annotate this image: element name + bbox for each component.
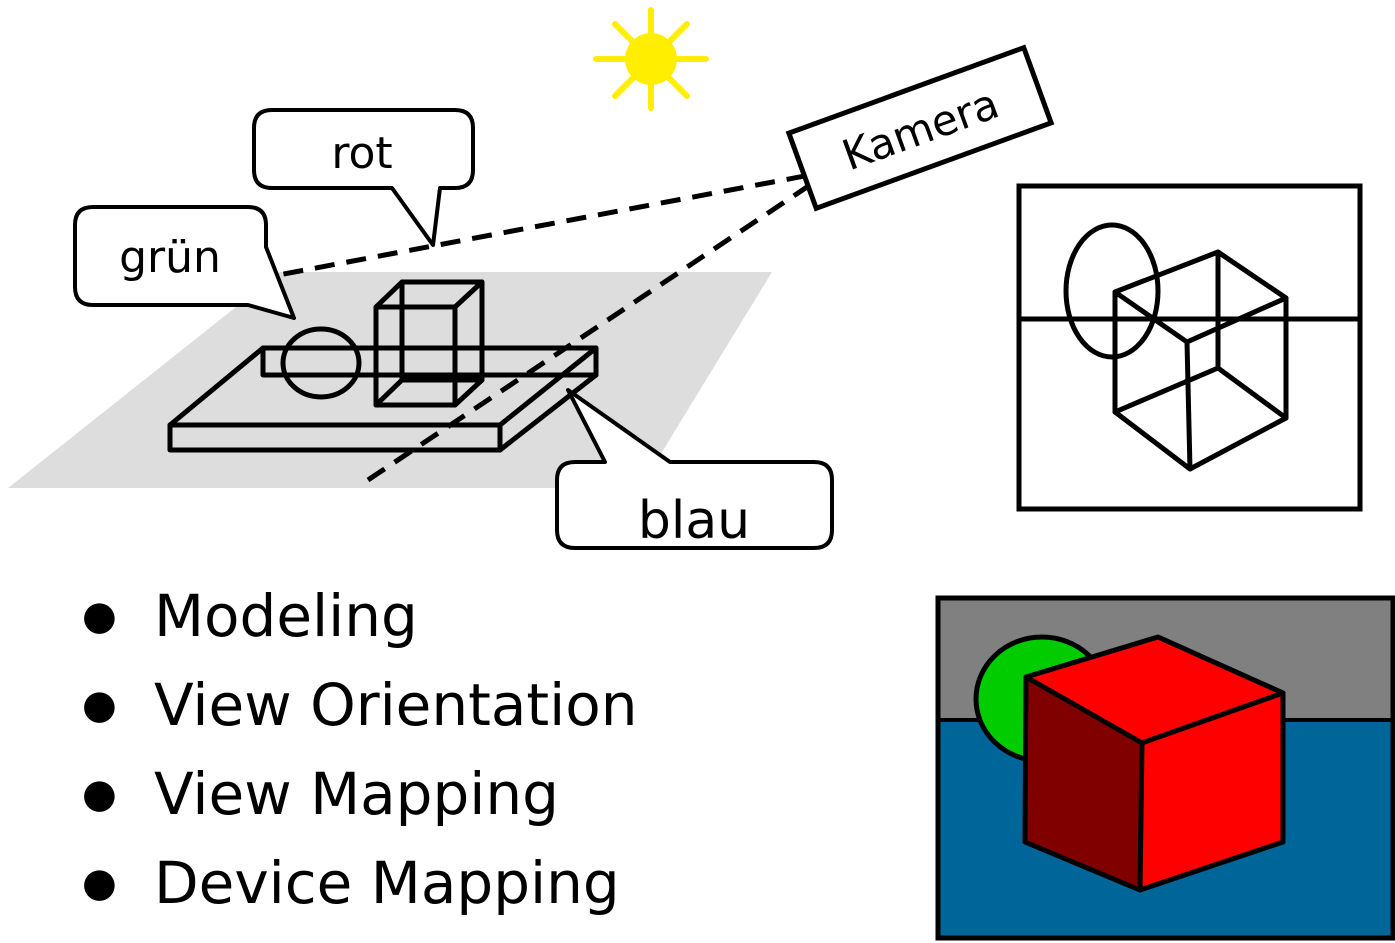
red-cube	[373, 279, 485, 408]
pipeline-steps-list: ● Modeling ● View Orientation ● View Mappin…	[82, 572, 638, 928]
list-item-label: Device Mapping	[154, 849, 620, 917]
list-item-label: Modeling	[154, 582, 418, 650]
bullet-icon: ●	[82, 771, 117, 817]
list-item: ● Modeling	[82, 572, 638, 661]
wireframe-view-panel	[1016, 183, 1363, 512]
sun-icon	[593, 7, 709, 111]
label-bubble-red	[252, 108, 475, 247]
ground-plane	[8, 272, 772, 488]
view-ray-bottom	[366, 182, 812, 483]
bullet-icon: ●	[82, 860, 117, 906]
list-item-label: View Orientation	[154, 671, 638, 739]
blue-slab	[167, 345, 599, 453]
label-bubble-blue	[555, 388, 834, 550]
label-red: rot	[331, 128, 392, 179]
green-sphere	[280, 326, 362, 400]
list-item: ● View Mapping	[82, 750, 638, 839]
bullet-icon: ●	[82, 593, 117, 639]
view-ray-top	[251, 172, 811, 283]
camera-box: Kamera	[785, 44, 1055, 212]
list-item: ● Device Mapping	[82, 839, 638, 928]
label-blue: blau	[638, 491, 750, 551]
rendered-view-panel	[935, 595, 1395, 941]
label-green: grün	[119, 232, 221, 283]
list-item: ● View Orientation	[82, 661, 638, 750]
bullet-icon: ●	[82, 682, 117, 728]
label-bubble-green	[73, 205, 296, 320]
list-item-label: View Mapping	[154, 760, 559, 828]
